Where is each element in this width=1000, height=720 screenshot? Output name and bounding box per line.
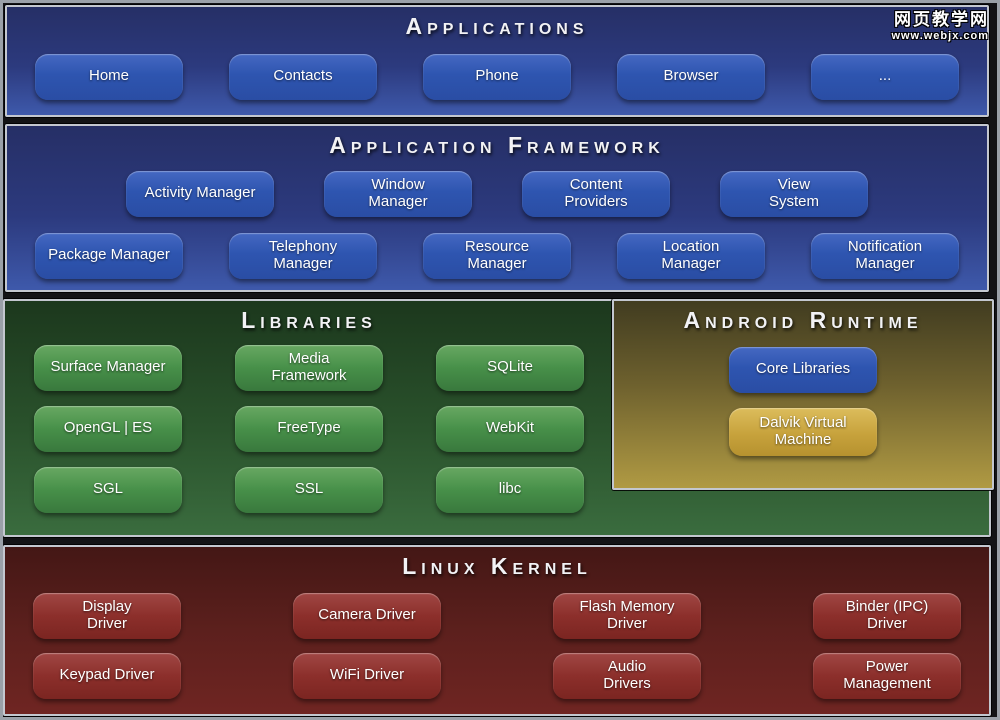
watermark-site-url: www.webjx.com (891, 30, 989, 43)
node-camera-driver: Camera Driver (293, 592, 441, 639)
node-display-driver: Display Driver (33, 592, 181, 639)
applications-title: Applications (405, 13, 589, 39)
node-sqlite: SQLite (436, 344, 584, 391)
node-resource-manager: Resource Manager (423, 232, 571, 279)
node-core-libraries: Core Libraries (729, 346, 877, 393)
node-freetype: FreeType (235, 405, 383, 452)
node-location-manager: Location Manager (617, 232, 765, 279)
node-telephony-manager: Telephony Manager (229, 232, 377, 279)
framework-title: Application Framework (329, 132, 665, 158)
node-window-manager: Window Manager (324, 170, 472, 217)
node-libc: libc (436, 466, 584, 513)
node-home: Home (35, 53, 183, 100)
libraries-row-3: SGL SSL libc (5, 466, 613, 513)
watermark: 网页教学网 www.webjx.com (891, 9, 989, 44)
node-binder-ipc-driver: Binder (IPC) Driver (813, 592, 961, 639)
layer-linux-kernel: Linux Kernel Display Driver Camera Drive… (3, 545, 991, 716)
runtime-title: Android Runtime (683, 307, 923, 333)
layer-applications: Applications Home Contacts Phone Browser… (5, 5, 989, 117)
libraries-zone: Libraries Surface Manager Media Framewor… (5, 301, 613, 513)
libraries-row-2: OpenGL | ES FreeType WebKit (5, 405, 613, 452)
node-media-framework: Media Framework (235, 344, 383, 391)
node-wifi-driver: WiFi Driver (293, 652, 441, 699)
node-audio-drivers: Audio Drivers (553, 652, 701, 699)
node-notification-manager: Notification Manager (811, 232, 959, 279)
node-contacts: Contacts (229, 53, 377, 100)
libraries-title: Libraries (241, 307, 377, 333)
node-browser: Browser (617, 53, 765, 100)
node-dalvik-virtual-machine: Dalvik Virtual Machine (729, 407, 877, 456)
node-power-management: Power Management (813, 652, 961, 699)
node-view-system: View System (720, 170, 868, 217)
node-ssl: SSL (235, 466, 383, 513)
node-surface-manager: Surface Manager (34, 344, 182, 391)
kernel-row-2: Keypad Driver WiFi Driver Audio Drivers … (5, 652, 989, 699)
layer-application-framework: Application Framework Activity Manager W… (5, 124, 989, 292)
node-opengl-es: OpenGL | ES (34, 405, 182, 452)
node-content-providers: Content Providers (522, 170, 670, 217)
node-activity-manager: Activity Manager (126, 170, 274, 217)
kernel-title: Linux Kernel (402, 553, 592, 579)
node-phone: Phone (423, 53, 571, 100)
kernel-row-1: Display Driver Camera Driver Flash Memor… (5, 592, 989, 639)
applications-row: Home Contacts Phone Browser ... (7, 53, 987, 100)
framework-row-1: Activity Manager Window Manager Content … (7, 170, 987, 217)
node-webkit: WebKit (436, 405, 584, 452)
watermark-site-name: 网页教学网 (894, 10, 989, 29)
libraries-row-1: Surface Manager Media Framework SQLite (5, 344, 613, 391)
node-flash-memory-driver: Flash Memory Driver (553, 592, 701, 639)
framework-row-2: Package Manager Telephony Manager Resour… (7, 232, 987, 279)
node-package-manager: Package Manager (35, 232, 183, 279)
node-sgl: SGL (34, 466, 182, 513)
layer-android-runtime: Android Runtime Core Libraries Dalvik Vi… (612, 299, 994, 490)
node-more-apps: ... (811, 53, 959, 100)
node-keypad-driver: Keypad Driver (33, 652, 181, 699)
